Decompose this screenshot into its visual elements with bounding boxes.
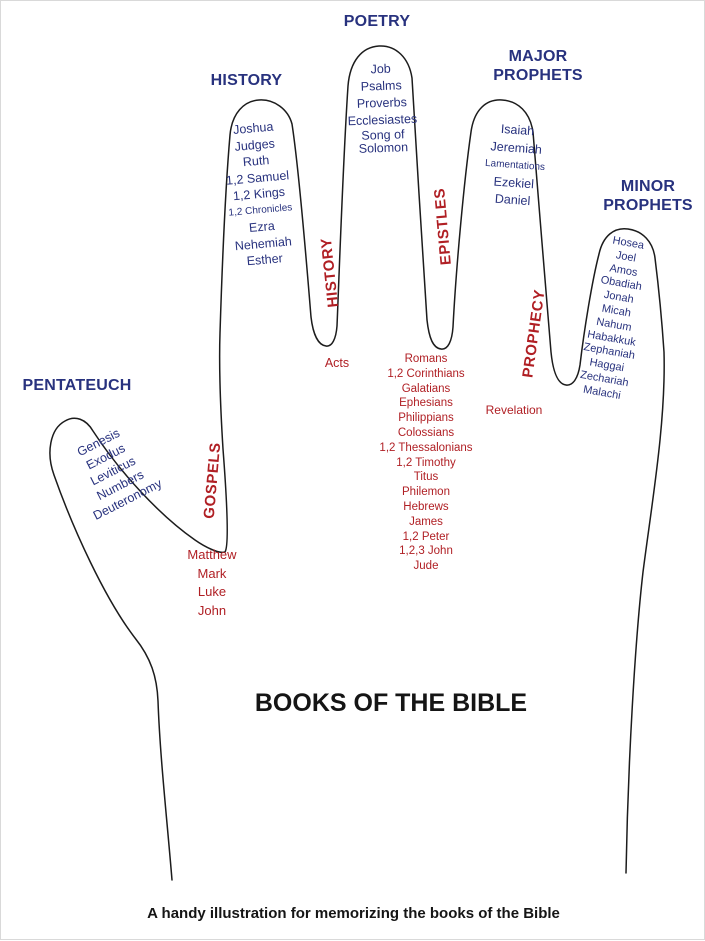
poetry-heading: POETRY [343,13,411,30]
book-name: Mark [197,565,227,581]
book-name: John [197,602,227,618]
book-name: Colossians [397,426,455,439]
book-name: James [409,515,443,528]
book-name: Philemon [402,486,450,499]
book-name: Ephesians [399,397,453,410]
book-name: 1,2 Corinthians [387,367,465,380]
caption: A handy illustration for memorizing the … [147,905,560,922]
history-nt-books-list: Acts [297,356,377,371]
hand-outline-path [49,45,665,881]
minor-prophets-heading: MINOR PROPHETS [603,178,693,214]
book-name: Hebrews [403,500,449,513]
major-prophets-heading: MAJOR PROPHETS [493,48,583,84]
book-name: Jude [413,560,439,573]
book-name: Luke [197,584,227,599]
page-title: BOOKS OF THE BIBLE [254,689,528,717]
book-name: 1,2,3 John [399,545,453,558]
book-name: 1,2 Peter [402,530,450,543]
book-name: Revelation [485,403,543,417]
book-name: Philippians [398,412,454,425]
book-name: Titus [413,471,439,484]
book-name: Galatians [401,382,451,395]
pentateuch-heading: PENTATEUCH [22,377,132,394]
book-name: 1,2 Thessalonians [379,441,473,454]
book-name: Romans [404,353,448,365]
history-ot-heading: HISTORY [210,72,283,89]
prophecy-books-list: Revelation [464,403,564,418]
book-name: 1,2 Timothy [396,456,456,469]
book-name: Matthew [187,547,237,562]
book-name: Acts [324,356,350,370]
